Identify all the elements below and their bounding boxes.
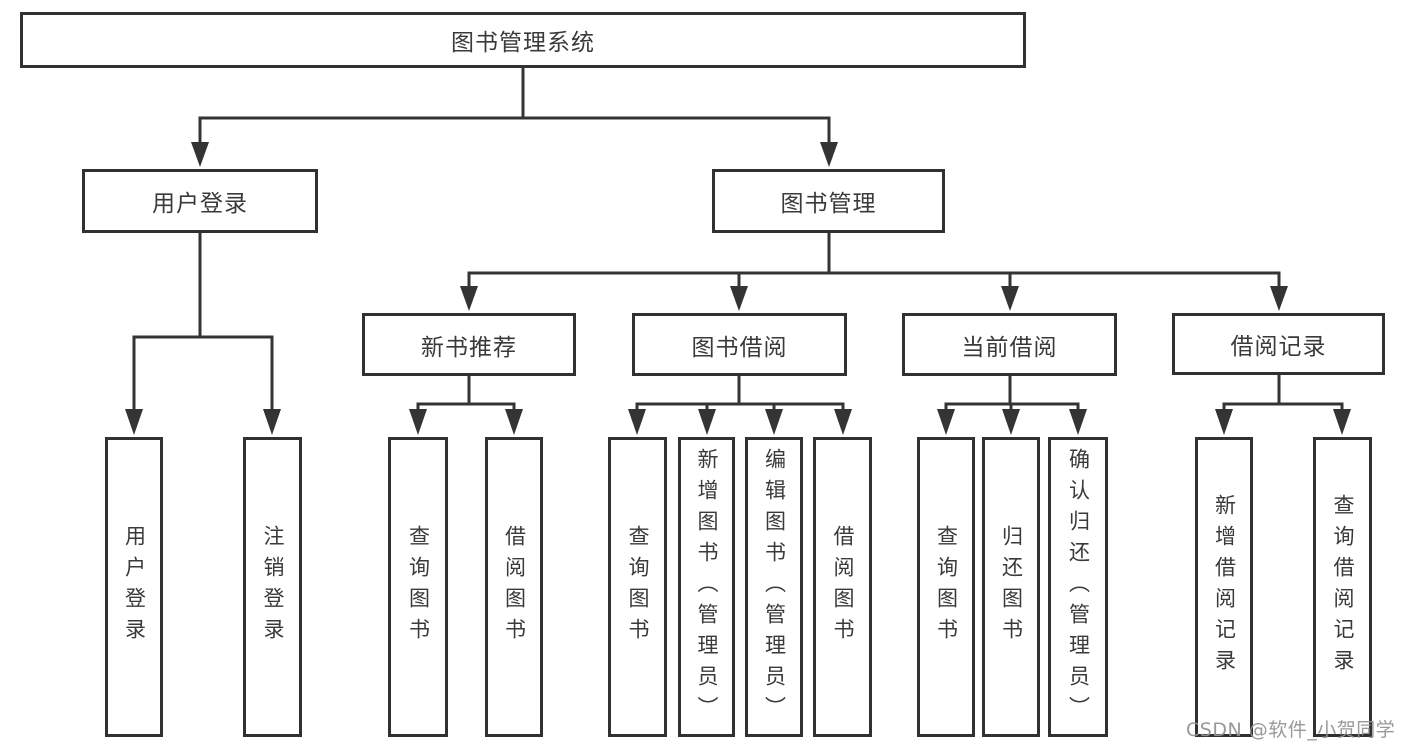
node-confirm-return-admin: 确认归还（管理员） (1048, 437, 1108, 737)
node-user-login-action: 用户登录 (105, 437, 163, 737)
node-user-login-action-label: 用户登录 (122, 525, 147, 649)
csdn-watermark: CSDN @软件_小贺同学 (1186, 719, 1396, 741)
arrowhead (1333, 409, 1351, 435)
node-current-borrow: 当前借阅 (902, 313, 1117, 376)
node-edit-books-admin-label: 编辑图书（管理员） (762, 447, 787, 727)
node-add-books-admin-label: 新增图书（管理员） (695, 447, 719, 727)
node-borrow-records: 借阅记录 (1172, 313, 1385, 375)
node-root-label: 图书管理系统 (451, 30, 595, 56)
node-book-management-label: 图书管理 (780, 191, 877, 217)
node-add-borrow-record: 新增借阅记录 (1195, 437, 1253, 737)
node-query-books-borrow: 查询图书 (608, 437, 667, 737)
arrowhead (191, 142, 209, 167)
node-query-books-current: 查询图书 (917, 437, 975, 737)
node-return-books: 归还图书 (982, 437, 1040, 737)
node-query-books-borrow-label: 查询图书 (626, 525, 650, 649)
arrowhead (125, 409, 143, 435)
arrowhead (1069, 409, 1087, 435)
node-edit-books-admin: 编辑图书（管理员） (745, 437, 803, 737)
node-book-borrow: 图书借阅 (632, 313, 847, 376)
node-borrow-books-recommend-label: 借阅图书 (502, 525, 527, 649)
node-add-books-admin: 新增图书（管理员） (678, 437, 735, 737)
node-borrow-records-label: 借阅记录 (1230, 334, 1327, 360)
node-new-book-recommend-label: 新书推荐 (421, 334, 517, 361)
arrowhead (409, 409, 427, 435)
node-logout-action: 注销登录 (243, 437, 302, 737)
node-book-management: 图书管理 (712, 169, 945, 233)
edge-current-to-leaves (944, 376, 1080, 412)
node-return-books-label: 归还图书 (999, 525, 1024, 649)
edge-root-to-level2 (198, 66, 831, 146)
node-user-login: 用户登录 (82, 169, 318, 233)
arrowhead (460, 286, 478, 311)
arrowhead (1002, 409, 1020, 435)
edge-recommend-to-leaves (416, 376, 516, 412)
arrowhead (765, 409, 783, 435)
arrowhead (505, 409, 523, 435)
edge-management-to-level3 (467, 233, 1281, 290)
node-borrow-books-borrow-label: 借阅图书 (831, 525, 855, 649)
edge-records-to-leaves (1222, 375, 1344, 412)
node-logout-action-label: 注销登录 (261, 525, 285, 649)
node-query-borrow-record: 查询借阅记录 (1313, 437, 1372, 737)
arrowhead (1001, 286, 1019, 311)
arrowhead (1270, 286, 1288, 311)
node-query-books-current-label: 查询图书 (934, 525, 959, 649)
arrowhead (937, 409, 955, 435)
arrowhead (1215, 409, 1233, 435)
node-user-login-label: 用户登录 (152, 191, 248, 217)
node-add-borrow-record-label: 新增借阅记录 (1212, 494, 1237, 680)
node-borrow-books-borrow: 借阅图书 (813, 437, 872, 737)
node-current-borrow-label: 当前借阅 (961, 334, 1058, 361)
node-borrow-books-recommend: 借阅图书 (485, 437, 543, 737)
node-query-books-recommend: 查询图书 (388, 437, 448, 737)
node-new-book-recommend: 新书推荐 (362, 313, 576, 376)
arrowhead (628, 409, 646, 435)
arrowhead (834, 409, 852, 435)
node-root: 图书管理系统 (20, 12, 1026, 68)
node-query-borrow-record-label: 查询借阅记录 (1331, 494, 1355, 680)
edge-userlogin-to-leaves (132, 233, 274, 412)
arrowhead (698, 409, 716, 435)
edge-borrow-to-leaves (635, 376, 845, 412)
arrowhead (820, 142, 838, 167)
node-confirm-return-admin-label: 确认归还（管理员） (1066, 447, 1091, 727)
arrowhead (263, 409, 281, 435)
arrowhead (730, 286, 748, 311)
node-query-books-recommend-label: 查询图书 (406, 525, 431, 649)
node-book-borrow-label: 图书借阅 (691, 334, 788, 361)
